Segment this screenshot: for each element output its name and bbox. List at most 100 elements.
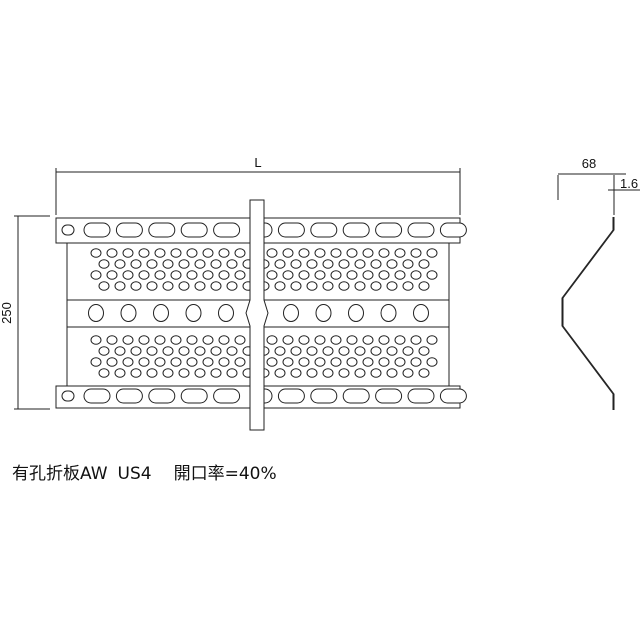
hole <box>277 222 305 238</box>
hole <box>362 270 374 280</box>
hole <box>264 368 270 378</box>
hole <box>106 357 118 367</box>
hole <box>170 357 182 367</box>
hole <box>83 222 111 238</box>
hole <box>322 368 334 378</box>
hole <box>226 346 238 356</box>
hole <box>306 281 318 291</box>
hole <box>362 248 374 258</box>
hole <box>410 335 422 345</box>
hole <box>298 270 310 280</box>
hole <box>138 335 150 345</box>
hole <box>342 222 370 238</box>
hole <box>370 368 382 378</box>
hole <box>98 368 110 378</box>
hole <box>170 248 182 258</box>
hole <box>234 335 246 345</box>
hole <box>185 304 202 322</box>
hole <box>120 304 137 322</box>
hole <box>426 248 438 258</box>
hole <box>394 335 406 345</box>
hole <box>362 357 374 367</box>
perforations <box>61 222 467 404</box>
hole <box>242 281 250 291</box>
hole <box>322 281 334 291</box>
hole <box>410 270 422 280</box>
hole <box>178 281 190 291</box>
hole <box>314 357 326 367</box>
hole <box>266 248 278 258</box>
hole <box>378 270 390 280</box>
hole <box>418 346 430 356</box>
hole <box>98 259 110 269</box>
hole <box>154 270 166 280</box>
hole <box>314 248 326 258</box>
hole <box>298 335 310 345</box>
hole <box>310 388 338 404</box>
hole <box>315 304 332 322</box>
hole <box>346 335 358 345</box>
hole <box>234 270 246 280</box>
hole <box>394 270 406 280</box>
hole <box>146 259 158 269</box>
hole <box>306 259 318 269</box>
hole <box>298 357 310 367</box>
hole <box>114 281 126 291</box>
hole <box>342 388 370 404</box>
perforations-left <box>61 222 250 404</box>
hole <box>154 248 166 258</box>
hole <box>114 259 126 269</box>
hole <box>290 259 302 269</box>
hole <box>277 388 305 404</box>
hole <box>338 259 350 269</box>
hole <box>218 270 230 280</box>
hole <box>338 368 350 378</box>
hole <box>138 270 150 280</box>
profile-width-label: 68 <box>582 156 596 171</box>
hole <box>154 335 166 345</box>
hole <box>153 304 169 322</box>
length-dimension <box>55 168 461 215</box>
hole <box>122 335 134 345</box>
hole <box>330 335 342 345</box>
hole <box>264 346 270 356</box>
caption-product: 有孔折板AW <box>12 464 108 484</box>
hole <box>314 335 326 345</box>
hole <box>242 346 250 356</box>
hole <box>407 222 435 238</box>
hole <box>322 259 334 269</box>
hole <box>402 259 414 269</box>
hole <box>348 304 364 322</box>
hole <box>413 304 429 322</box>
hole <box>330 270 342 280</box>
hole <box>282 270 294 280</box>
hole <box>439 222 467 238</box>
hole <box>402 281 414 291</box>
length-label: L <box>254 155 261 170</box>
hole <box>338 281 350 291</box>
hole <box>226 368 238 378</box>
thickness-label: 1.6 <box>620 176 638 191</box>
hole <box>213 388 241 404</box>
hole <box>375 222 403 238</box>
hole <box>346 357 358 367</box>
hole <box>88 304 104 322</box>
hole <box>218 335 230 345</box>
hole <box>310 222 338 238</box>
hole <box>210 346 222 356</box>
hole <box>90 335 102 345</box>
perforations-right <box>264 222 467 404</box>
hole <box>370 259 382 269</box>
hole <box>234 357 246 367</box>
hole <box>264 388 273 404</box>
hole <box>98 281 110 291</box>
hole <box>213 222 241 238</box>
hole <box>354 259 366 269</box>
hole <box>178 346 190 356</box>
hole <box>210 368 222 378</box>
hole <box>314 270 326 280</box>
hole <box>264 222 273 238</box>
hole <box>338 346 350 356</box>
hole <box>180 222 208 238</box>
